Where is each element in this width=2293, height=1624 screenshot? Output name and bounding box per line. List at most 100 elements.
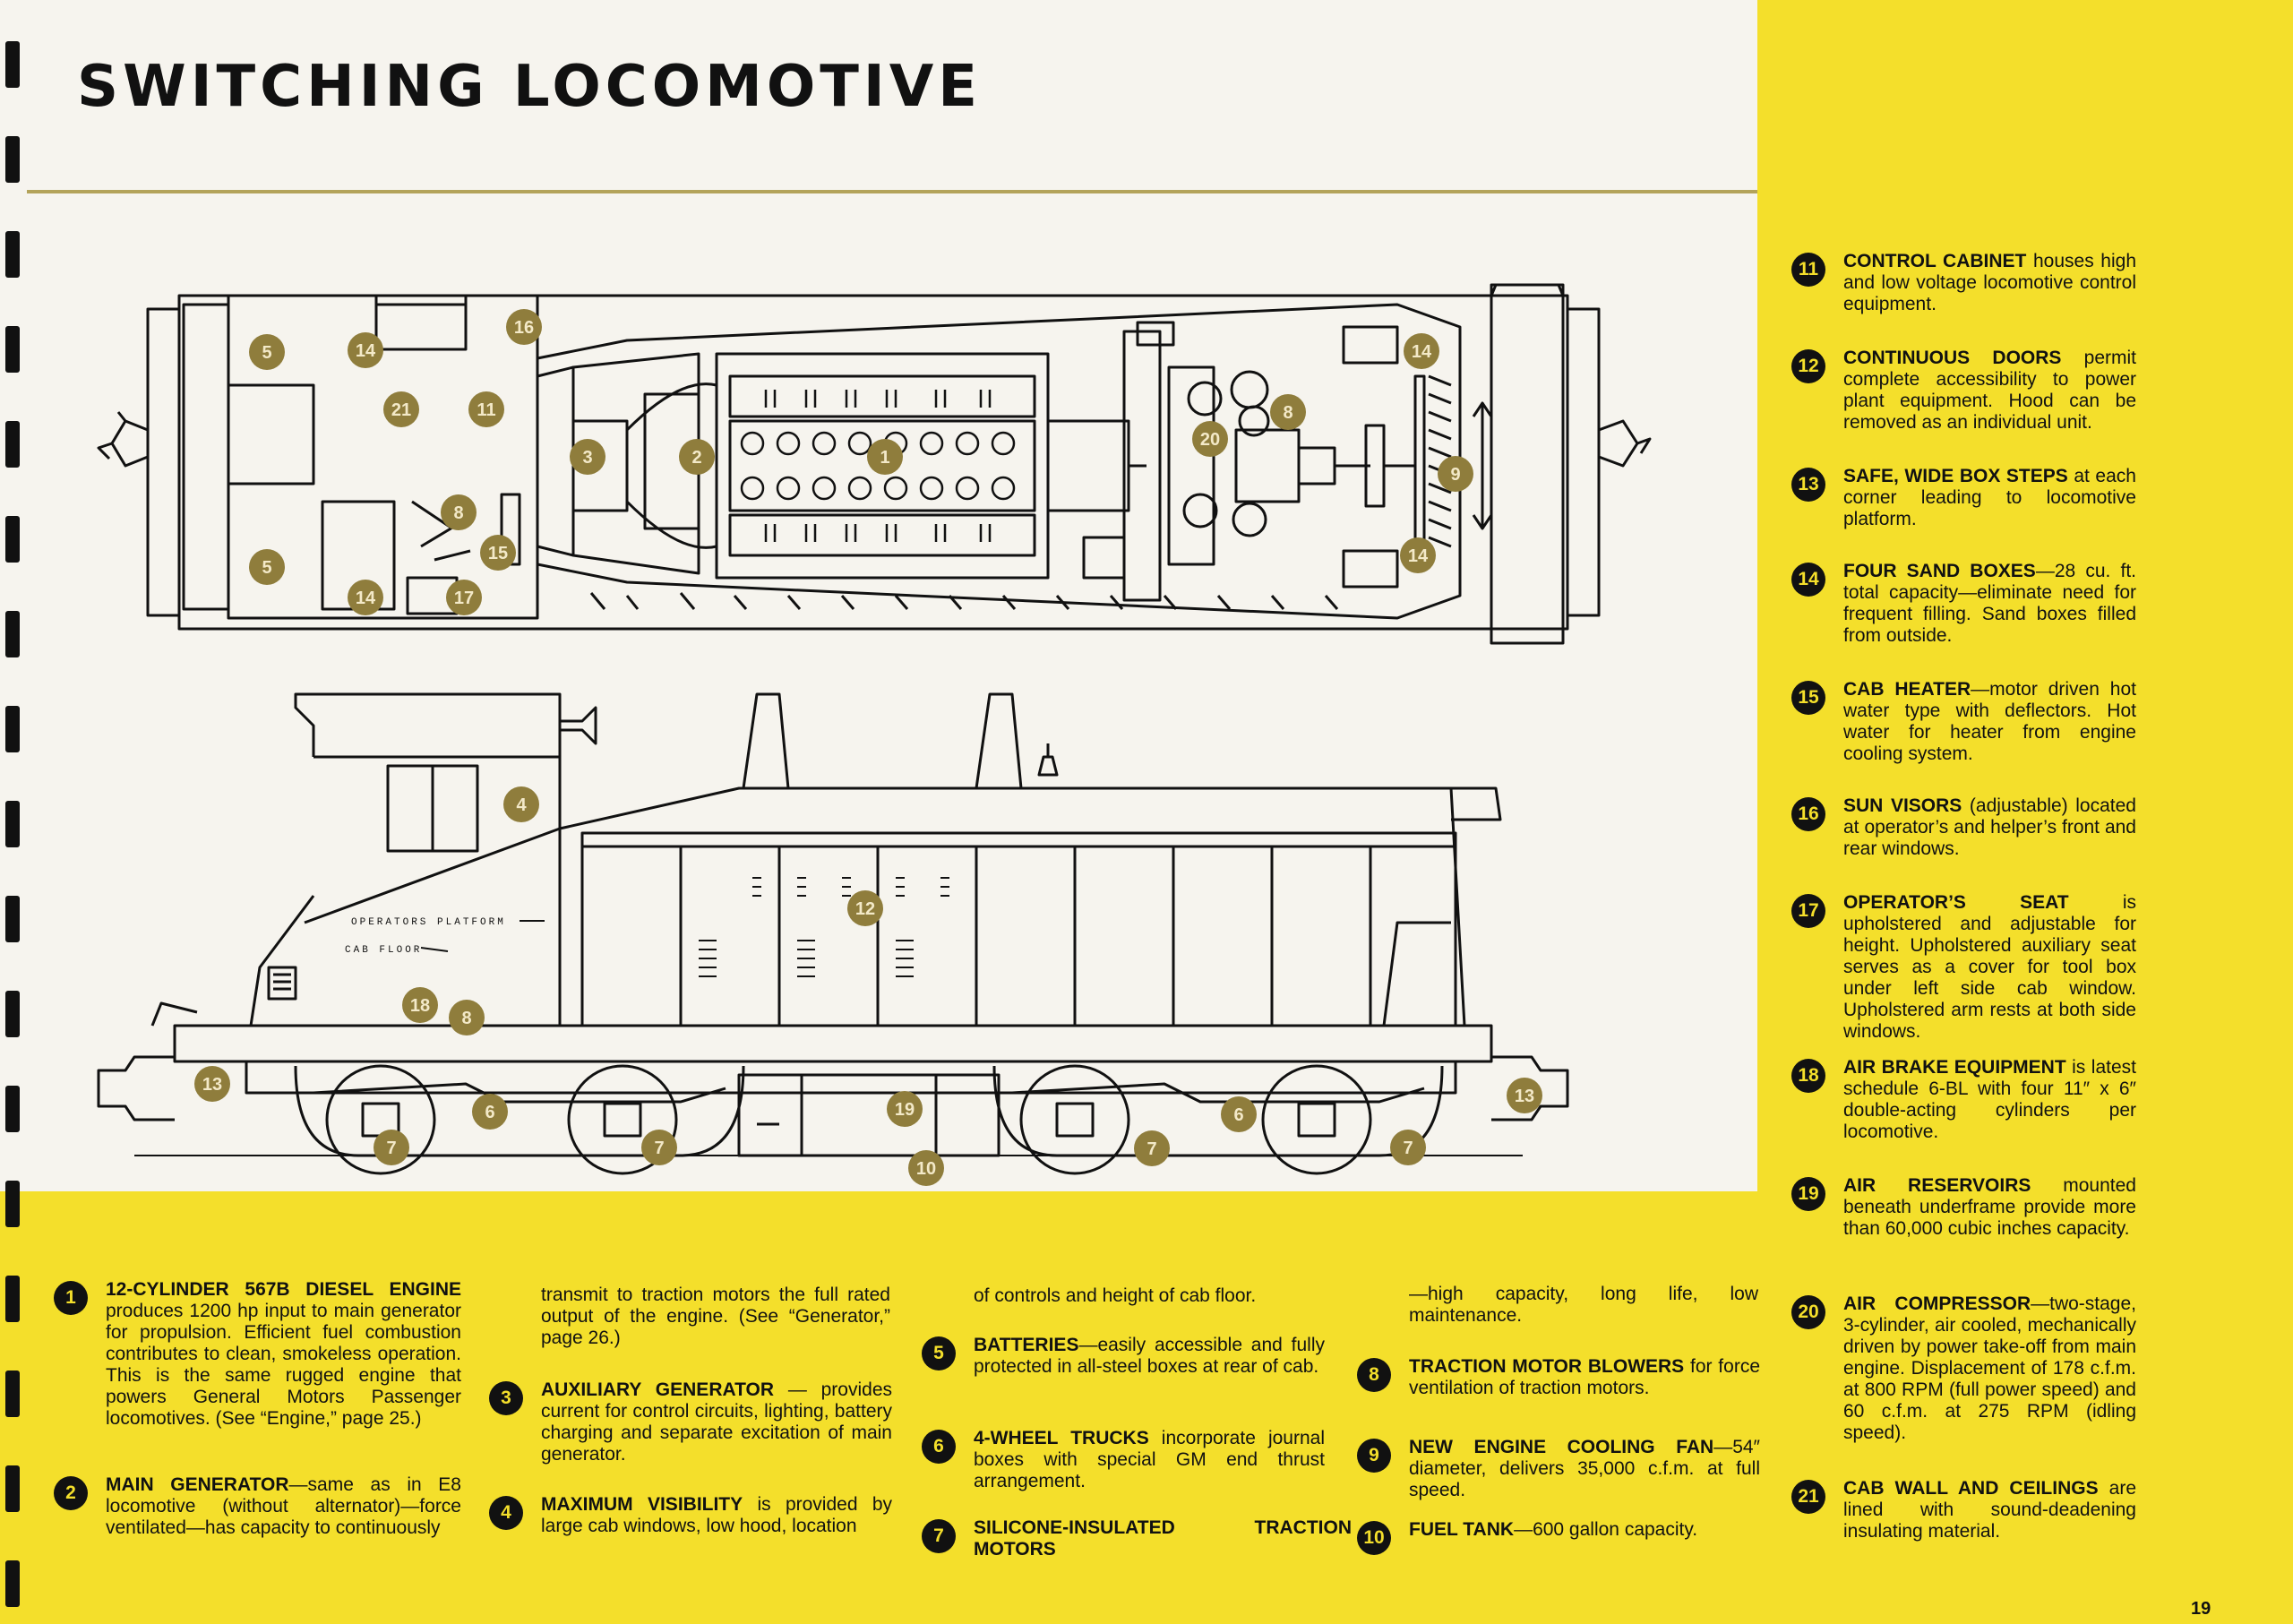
legend-number: 9: [1357, 1439, 1391, 1473]
callout-7-side-b: 7: [641, 1130, 677, 1165]
svg-text:15: 15: [488, 544, 508, 563]
callout-18-side: 18: [402, 987, 438, 1023]
legend-number: 2: [54, 1476, 88, 1510]
legend-number: 3: [489, 1381, 523, 1415]
callout-7-side-c: 7: [1134, 1130, 1170, 1166]
legend-heading: SAFE, WIDE BOX STEPS: [1843, 466, 2068, 486]
legend-item-16: 16 SUN VISORS (adjustable) located at op…: [1791, 795, 2136, 860]
legend-item-11: 11 CONTROL CABINET houses high and low v…: [1791, 251, 2136, 315]
legend-heading: CONTROL CABINET: [1843, 251, 2027, 271]
svg-text:6: 6: [1233, 1105, 1243, 1125]
legend-item-13: 13 SAFE, WIDE BOX STEPS at each corner l…: [1791, 466, 2136, 530]
locomotive-diagram: OPERATORS PLATFORM CAB FLOOR 5 5 14 21 1…: [97, 283, 1652, 1186]
svg-text:14: 14: [356, 589, 376, 608]
legend-item-4-continued: of controls and height of cab floor.: [974, 1285, 1257, 1306]
callout-7-side-a: 7: [374, 1130, 409, 1165]
svg-text:2: 2: [691, 448, 701, 468]
legend-text: —28 cu. ft. total capacity—eliminate nee…: [1843, 561, 2137, 646]
legend-item-15: 15 CAB HEATER—motor driven hot water typ…: [1791, 679, 2136, 765]
legend-item-5: 5 BATTERIES—easily accessible and fully …: [922, 1335, 1325, 1378]
legend-heading: 12-CYLINDER 567B DIESEL ENGINE: [106, 1279, 461, 1300]
page-title: SWITCHING LOCOMOTIVE: [77, 54, 982, 120]
callout-8-plan-hood: 8: [1270, 394, 1306, 430]
legend-number: 11: [1791, 253, 1825, 287]
legend-item-4: 4 MAXIMUM VISIBILITY is provided by larg…: [489, 1494, 892, 1537]
legend-number: 20: [1791, 1295, 1825, 1329]
legend-text: incorporate journal boxes with special G…: [974, 1428, 1326, 1491]
callout-6-side-front: 6: [1221, 1096, 1257, 1132]
svg-text:11: 11: [477, 400, 495, 420]
svg-text:5: 5: [262, 343, 271, 363]
callout-13-side-front: 13: [1507, 1078, 1542, 1113]
legend-number: 15: [1791, 681, 1825, 715]
callout-21-plan: 21: [383, 391, 419, 427]
legend-heading: NEW ENGINE COOLING FAN: [1409, 1437, 1714, 1457]
legend-number: 13: [1791, 468, 1825, 502]
legend-text: is latest schedule 6-BL with four 11″ x …: [1843, 1057, 2136, 1142]
legend-text: —motor driven hot water type with deflec…: [1843, 679, 2136, 764]
callout-11-plan: 11: [468, 391, 504, 427]
callout-2-plan: 2: [679, 439, 715, 475]
callout-3-plan: 3: [570, 439, 605, 475]
callout-17-plan: 17: [446, 580, 482, 615]
callout-13-side-rear: 13: [194, 1066, 230, 1102]
callout-8-side: 8: [449, 1000, 485, 1035]
legend-text: —54″ diameter, delivers 35,000 c.f.m. at…: [1409, 1437, 1760, 1500]
svg-text:13: 13: [202, 1075, 222, 1095]
svg-text:14: 14: [356, 341, 376, 361]
svg-text:18: 18: [410, 996, 430, 1016]
legend-text: mounted beneath underframe provide more …: [1843, 1175, 2136, 1239]
svg-text:7: 7: [1403, 1139, 1413, 1158]
legend-number: 8: [1357, 1358, 1391, 1392]
legend-heading: AIR COMPRESSOR: [1843, 1293, 2031, 1314]
svg-text:19: 19: [895, 1100, 915, 1120]
legend-heading: FUEL TANK: [1409, 1519, 1515, 1540]
callout-1-plan: 1: [867, 439, 903, 475]
legend-item-21: 21 CAB WALL AND CEILINGS are lined with …: [1791, 1478, 2136, 1542]
legend-item-17: 17 OPERATOR’S SEAT is upholstered and ad…: [1791, 892, 2136, 1043]
legend-text: —600 gallon capacity.: [1514, 1519, 1698, 1540]
legend-heading: AUXILIARY GENERATOR: [541, 1379, 775, 1400]
title-rule: [27, 190, 1757, 193]
legend-heading: MAXIMUM VISIBILITY: [541, 1494, 743, 1515]
page-number: 19: [2191, 1599, 2211, 1619]
svg-text:8: 8: [1283, 403, 1292, 423]
legend-text: are lined with sound-deadening insulatin…: [1843, 1478, 2136, 1542]
callout-14-plan-cab-top: 14: [348, 332, 383, 368]
legend-item-9: 9 NEW ENGINE COOLING FAN—54″ diameter, d…: [1357, 1437, 1760, 1501]
svg-text:9: 9: [1450, 465, 1460, 485]
svg-text:7: 7: [386, 1139, 396, 1158]
spiral-binding: [0, 0, 34, 1624]
callout-5-plan-bottom: 5: [249, 549, 285, 585]
legend-number: 6: [922, 1430, 956, 1464]
callout-14-plan-cab-bottom: 14: [348, 580, 383, 615]
svg-text:1: 1: [880, 448, 889, 468]
cab-floor-label: CAB FLOOR: [345, 945, 422, 956]
callout-14-plan-front-bottom: 14: [1400, 537, 1436, 573]
svg-text:20: 20: [1200, 430, 1220, 450]
svg-text:16: 16: [514, 318, 534, 338]
legend-heading: 4-WHEEL TRUCKS: [974, 1428, 1149, 1448]
legend-item-3: 3 AUXILIARY GENERATOR — provides current…: [489, 1379, 892, 1465]
callout-12-side: 12: [847, 890, 883, 926]
legend-item-8: 8 TRACTION MOTOR BLOWERS for force venti…: [1357, 1356, 1760, 1399]
legend-heading: CAB WALL AND CEILINGS: [1843, 1478, 2099, 1499]
legend-number: 4: [489, 1496, 523, 1530]
legend-heading: SUN VISORS: [1843, 795, 1962, 816]
legend-number: 21: [1791, 1480, 1825, 1514]
legend-item-19: 19 AIR RESERVOIRS mounted beneath underf…: [1791, 1175, 2136, 1240]
legend-heading: MAIN GENERATOR: [106, 1474, 289, 1495]
svg-text:14: 14: [1412, 342, 1432, 362]
callout-15-plan: 15: [480, 535, 516, 571]
legend-text: (adjustable) located at operator’s and h…: [1843, 795, 2136, 859]
svg-text:21: 21: [391, 400, 411, 420]
legend-number: 1: [54, 1281, 88, 1315]
legend-text: for force ventilation of traction motors…: [1409, 1356, 1760, 1398]
legend-number: 7: [922, 1519, 956, 1553]
legend-item-7-continued: —high capacity, long life, low maintenan…: [1409, 1284, 1758, 1326]
svg-text:7: 7: [654, 1139, 664, 1158]
legend-text: produces 1200 hp input to main generator…: [106, 1301, 461, 1429]
yellow-bottom-panel: [0, 1191, 2293, 1624]
legend-item-14: 14 FOUR SAND BOXES—28 cu. ft. total capa…: [1791, 561, 2136, 647]
legend-text: —two-stage, 3-cylinder, air cooled, mech…: [1843, 1293, 2136, 1443]
